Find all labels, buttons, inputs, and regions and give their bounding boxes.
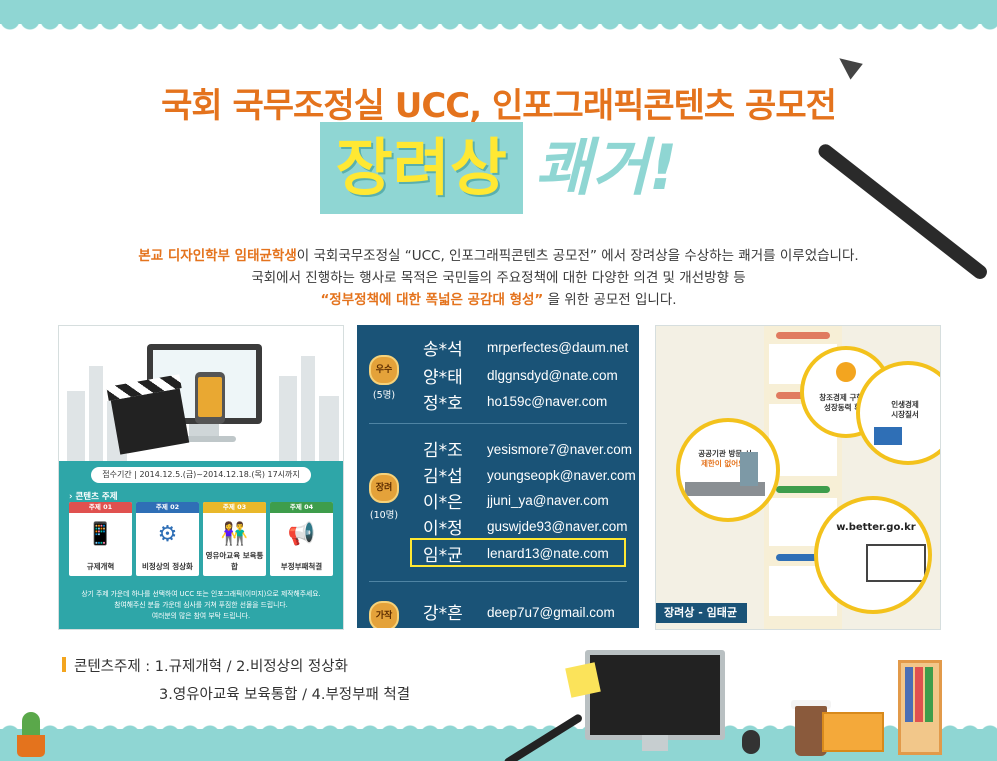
poster-footer-1: 상기 주제 가운데 하나를 선택하여 UCC 또는 인포그래픽(이미지)으로 제… (81, 590, 321, 598)
winner-name: 김*섭 (423, 467, 463, 487)
winner-name: 정*호 (423, 394, 463, 414)
description-line-2: 국회에서 진행하는 행사로 목적은 국민들의 주요정책에 대한 다양한 의견 및… (251, 270, 746, 286)
student-name: 본교 디자인학부 임태균학생 (138, 248, 297, 264)
topic-card-4: 주제 04 📢 부정부패척결 (270, 502, 333, 576)
winner-name: 이*정 (423, 519, 463, 539)
winner-name: 송*석 (423, 340, 463, 360)
winner-email: mrperfectes@daum.net (487, 340, 629, 355)
topics-label: › 콘텐츠 주제 (69, 492, 118, 502)
topic-card-2: 주제 02 ⚙ 비정상의 정상화 (136, 502, 199, 576)
winners-list: 우수 (5명) 송*석 mrperfectes@daum.net 양*태 dlg… (357, 325, 639, 628)
bookshelf-icon (898, 660, 942, 755)
winner-email: yesismore7@naver.com (487, 442, 633, 457)
mouse-icon (742, 730, 760, 754)
notebook-icon (822, 712, 884, 752)
winner-email: deep7u7@gmail.com (487, 605, 615, 620)
divider (369, 581, 627, 582)
purpose-emphasis: “정부정책에 대한 폭넓은 공감대 형성” (320, 292, 544, 308)
topic-card-1: 주제 01 📱 규제개혁 (69, 502, 132, 576)
description-line-1: 본교 디자인학부 임태균학생이 국회국무조정실 “UCC, 인포그래픽콘텐츠 공… (138, 248, 859, 264)
winner-email: guswjde93@naver.com (487, 519, 628, 534)
page-title: 국회 국무조정실 UCC, 인포그래픽콘텐츠 공모전 (161, 86, 837, 126)
topics-line-1: 콘텐츠주제 : 1.규제개혁 / 2.비정상의 정상화 (74, 659, 348, 675)
winner-name: 김*조 (423, 441, 463, 461)
hand-phone-icon: 📱 (86, 522, 115, 547)
poster-footer-3: 여러분의 많은 참여 부탁 드립니다. (151, 612, 251, 620)
zoom-circle-3: 인생경제 시장질서 (856, 361, 940, 465)
top-scallop (0, 20, 997, 36)
award-exclaim: 쾌거! (534, 131, 678, 204)
winner-email-highlighted: lenard13@nate.com (487, 546, 609, 561)
description-line-3: “정부정책에 대한 폭넓은 공감대 형성” 을 위한 공모전 입니다. (320, 292, 677, 308)
pen-tip-icon (833, 50, 863, 80)
winner-email: dlggnsdyd@nate.com (487, 368, 618, 383)
winner-name: 강*흔 (423, 604, 463, 624)
children-icon: 👫 (220, 522, 249, 547)
award-count: (5명) (372, 390, 396, 401)
desk-monitor-icon (585, 650, 725, 740)
winner-name: 이*은 (423, 493, 463, 513)
topic-card-3: 주제 03 👫 영유아교육 보육통합 (203, 502, 266, 576)
flower-pot-icon (17, 735, 45, 757)
award-badge: 우수 (369, 355, 399, 385)
gears-icon: ⚙ (157, 522, 178, 547)
infographic-caption: 장려상 - 임태균 (656, 603, 747, 623)
cactus-icon (22, 712, 40, 738)
award-count: (10명) (369, 510, 399, 521)
infographic-preview: 공공기관 방문 시 제한이 없어요" 창조경제 구현 및 성장동력 확충 인생경… (655, 325, 941, 630)
poster-skyline (59, 326, 343, 461)
submission-period: 접수기간 | 2014.12.5.(금)~2014.12.18.(목) 17시까… (91, 467, 311, 483)
zoom-circle-4: w.better.go.kr (814, 496, 932, 614)
winner-name: 양*태 (423, 368, 463, 388)
poster-footer-2: 참여해주신 분들 가운데 심사를 거쳐 푸짐한 선물을 드립니다. (114, 601, 288, 609)
winner-email: youngseopk@naver.com (487, 468, 636, 483)
highlight-box (410, 538, 626, 567)
contest-poster: 접수기간 | 2014.12.5.(금)~2014.12.18.(목) 17시까… (58, 325, 344, 630)
zoom-circle-1: 공공기관 방문 시 제한이 없어요" (676, 418, 780, 522)
smartphone-icon (195, 372, 225, 424)
award-highlight: 장려상 (319, 122, 523, 214)
coffee-cup-icon (795, 706, 827, 756)
sticky-note-icon (565, 662, 601, 698)
topics-line-2: 3.영유아교육 보육통합 / 4.부정부패 척결 (159, 687, 411, 703)
divider (369, 423, 627, 424)
megaphone-icon: 📢 (287, 522, 316, 547)
award-badge: 가작 (369, 601, 399, 628)
award-badge: 장려 (369, 473, 399, 503)
clapperboard-icon (106, 374, 190, 455)
winner-email: ho159c@naver.com (487, 394, 608, 409)
winner-email: jjuni_ya@naver.com (487, 493, 609, 508)
winner-name-highlighted: 임*균 (423, 546, 463, 566)
topic-marker (62, 657, 66, 672)
